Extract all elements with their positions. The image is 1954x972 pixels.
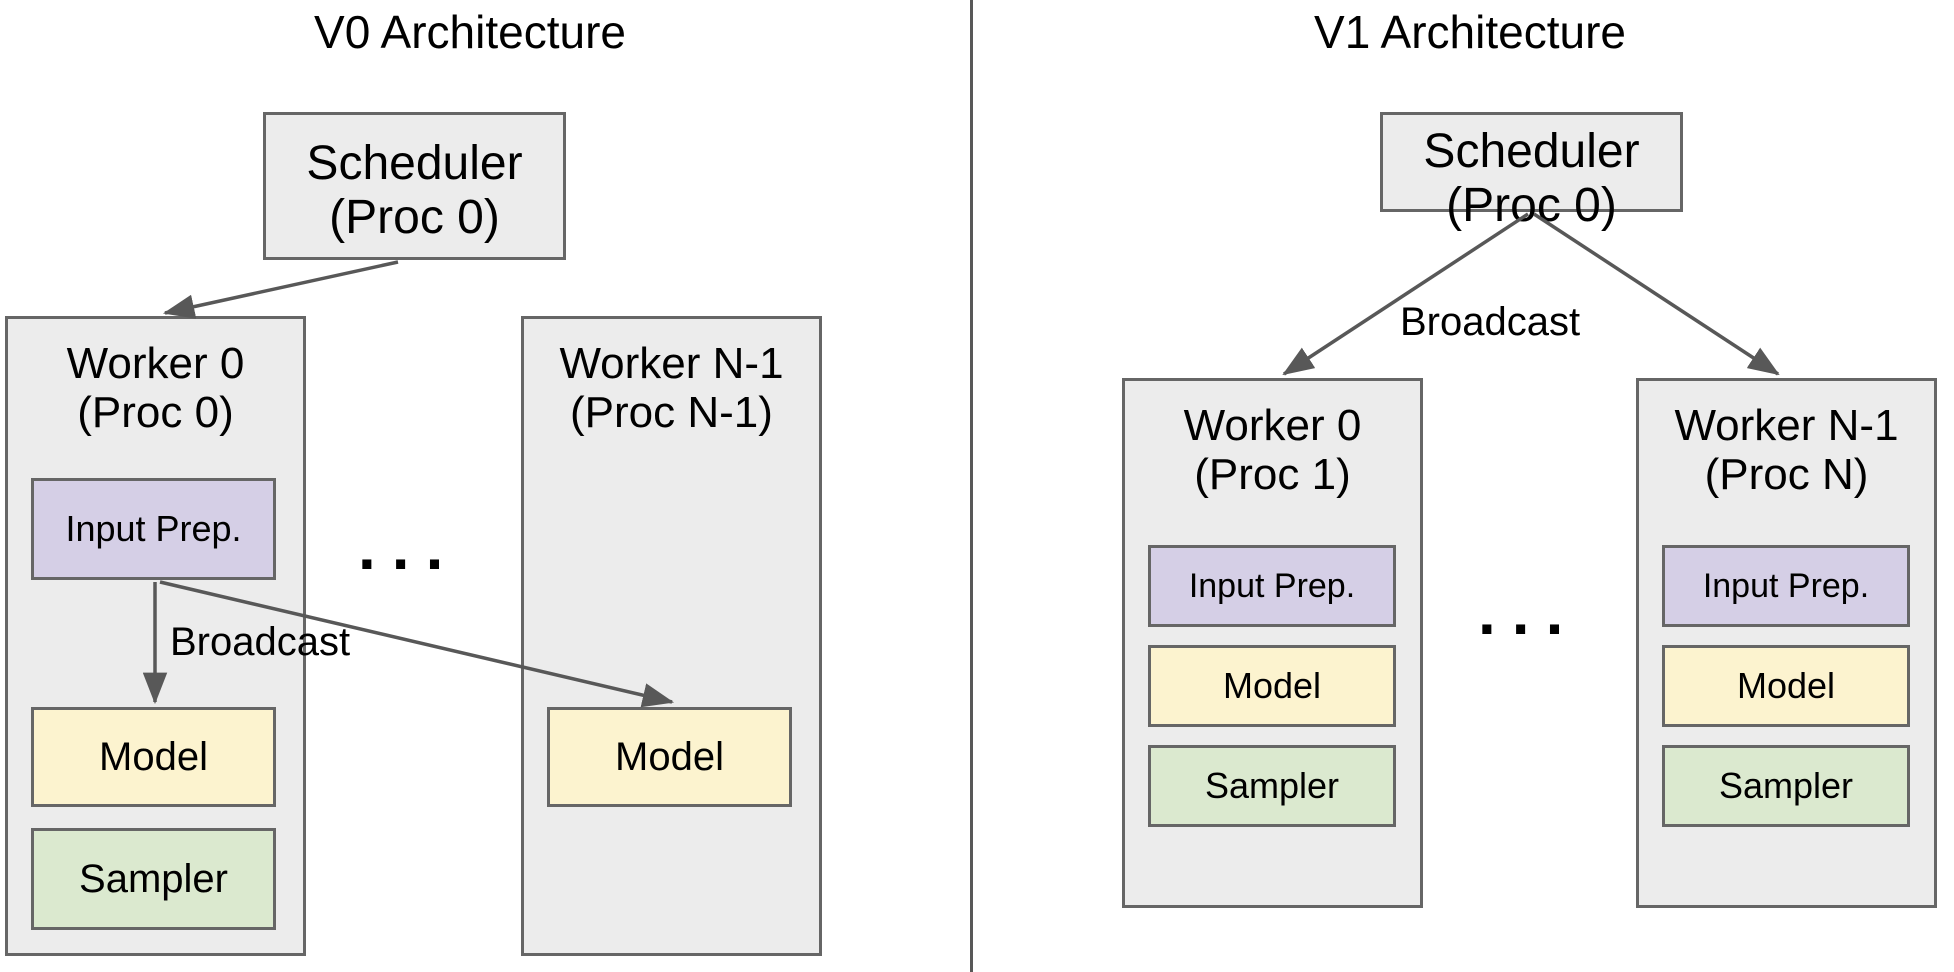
v1-broadcast-label: Broadcast bbox=[1400, 300, 1581, 344]
v1-worker-n1-sampler-label: Sampler bbox=[1718, 764, 1854, 806]
v0-worker-0-input-prep-box[interactable]: Input Prep. bbox=[31, 478, 276, 580]
v1-worker-n1-input-prep-box[interactable]: Input Prep. bbox=[1662, 545, 1910, 627]
v1-panel-title: V1 Architecture bbox=[1314, 6, 1626, 58]
v1-arrow-scheduler-to-workern1 bbox=[1533, 212, 1780, 376]
v0-worker-0-input-prep-label: Input Prep. bbox=[65, 507, 242, 549]
v0-worker-0-label: Worker 0 (Proc 0) bbox=[66, 339, 245, 438]
v0-worker-n1-label: Worker N-1 (Proc N-1) bbox=[559, 339, 784, 438]
v1-scheduler-label: Scheduler (Proc 0) bbox=[1423, 125, 1640, 232]
v0-arrow-scheduler-to-worker0 bbox=[162, 260, 399, 319]
v1-worker-n1-input-prep-label: Input Prep. bbox=[1702, 566, 1870, 605]
v0-worker-n1-box[interactable]: Worker N-1 (Proc N-1) bbox=[521, 316, 822, 956]
v1-worker-n1-model-label: Model bbox=[1736, 664, 1836, 706]
v1-worker-n1-box[interactable]: Worker N-1 (Proc N) bbox=[1636, 378, 1937, 908]
v1-worker-0-input-prep-label: Input Prep. bbox=[1188, 566, 1356, 605]
v0-worker-0-sampler-label: Sampler bbox=[79, 856, 228, 901]
v1-worker-0-label: Worker 0 (Proc 1) bbox=[1183, 401, 1362, 500]
v0-ellipsis: ... bbox=[358, 511, 460, 583]
v1-worker-0-model-box[interactable]: Model bbox=[1148, 645, 1396, 727]
v0-panel-title: V0 Architecture bbox=[314, 6, 626, 58]
v1-ellipsis: ... bbox=[1478, 576, 1580, 648]
panel-divider bbox=[970, 0, 973, 972]
v0-worker-0-sampler-box[interactable]: Sampler bbox=[31, 828, 276, 930]
v0-scheduler-label: Scheduler (Proc 0) bbox=[306, 137, 523, 244]
v1-worker-n1-label: Worker N-1 (Proc N) bbox=[1674, 401, 1899, 500]
v0-worker-n1-model-box[interactable]: Model bbox=[547, 707, 792, 807]
v0-broadcast-label: Broadcast bbox=[170, 620, 351, 664]
v1-worker-0-box[interactable]: Worker 0 (Proc 1) bbox=[1122, 378, 1423, 908]
v1-worker-0-input-prep-box[interactable]: Input Prep. bbox=[1148, 545, 1396, 627]
v1-worker-0-sampler-label: Sampler bbox=[1204, 764, 1340, 806]
v1-scheduler-box[interactable]: Scheduler (Proc 0) bbox=[1380, 112, 1683, 232]
v1-worker-0-model-label: Model bbox=[1222, 664, 1322, 706]
v0-worker-n1-model-label: Model bbox=[615, 734, 724, 779]
v1-worker-0-sampler-box[interactable]: Sampler bbox=[1148, 745, 1396, 827]
v0-scheduler-box[interactable]: Scheduler (Proc 0) bbox=[263, 112, 566, 260]
v1-worker-n1-sampler-box[interactable]: Sampler bbox=[1662, 745, 1910, 827]
v1-arrow-scheduler-to-worker0 bbox=[1282, 212, 1529, 376]
v0-worker-0-model-label: Model bbox=[99, 734, 208, 779]
v1-worker-n1-model-box[interactable]: Model bbox=[1662, 645, 1910, 727]
v0-worker-0-model-box[interactable]: Model bbox=[31, 707, 276, 807]
